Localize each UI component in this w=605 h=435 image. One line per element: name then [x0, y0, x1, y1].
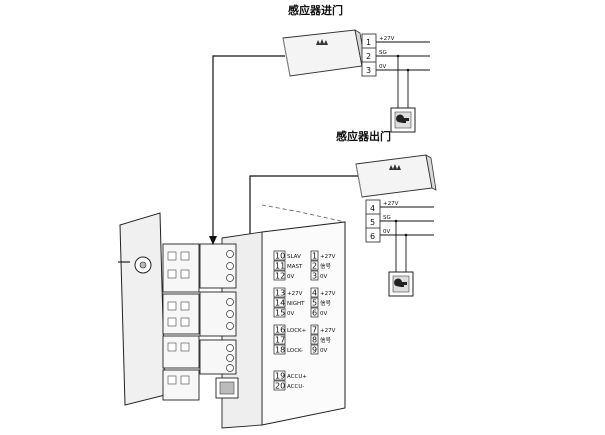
- exit-terminal-block: 4 5 6 +27V SG 0V: [365, 199, 434, 297]
- panel-terminal-label: SLAV: [287, 254, 301, 260]
- panel-terminal-label: LOCK-: [287, 348, 303, 354]
- exit-terminal-label: +27V: [383, 201, 399, 207]
- panel-terminal-label: +27V: [320, 254, 336, 260]
- panel-terminal-num: 7: [312, 326, 317, 335]
- connector-block: [162, 243, 200, 293]
- connector-block: [162, 369, 200, 401]
- entry-terminal-num: 3: [366, 66, 371, 75]
- sensor-exit-side: [425, 154, 437, 191]
- sensor-entry-title: 感应器进门: [288, 3, 343, 17]
- panel-terminal-label: +27V: [287, 291, 303, 297]
- sensor-exit-title: 感应器出门: [336, 129, 391, 143]
- panel-terminal-labels: 10 11 12 13 14 15 16 17 18 19 20 SLAV MA…: [273, 250, 336, 391]
- exit-terminal-num: 4: [370, 204, 375, 213]
- panel-terminal-label: 信号: [320, 336, 332, 344]
- panel-terminal-num: 1: [312, 252, 317, 261]
- connector-block: [162, 335, 200, 369]
- entry-terminal-label: +27V: [379, 36, 395, 42]
- panel-terminal-num: 5: [312, 299, 317, 308]
- sensor-exit: 感应器出门: [232, 129, 437, 319]
- key-icon: [396, 114, 409, 123]
- exit-terminal-label: 0V: [383, 229, 390, 235]
- panel-terminal-num: 9: [312, 346, 317, 355]
- sensor-exit-body: [355, 154, 433, 198]
- panel-terminal-num: 14: [275, 299, 285, 308]
- panel-terminal-num: 12: [275, 272, 285, 281]
- mounting-plate: [119, 212, 166, 406]
- key-icon: [394, 278, 407, 287]
- panel-terminal-num: 10: [275, 252, 285, 261]
- entry-terminal-block: 1 2 3 +27V SG 0V: [361, 33, 430, 133]
- panel-terminal-num: 16: [275, 326, 285, 335]
- panel-terminal-label: +27V: [320, 328, 336, 334]
- entry-terminal-frame: [361, 33, 377, 77]
- exit-terminal-label: SG: [383, 215, 391, 221]
- panel-terminal-label: ACCU+: [287, 374, 307, 380]
- panel-terminal-label: 0V: [287, 274, 294, 280]
- entry-terminal-label: 0V: [379, 64, 386, 70]
- exit-terminal-num: 6: [370, 232, 375, 241]
- panel-terminal-label: 信号: [320, 299, 332, 307]
- control-unit: [118, 204, 346, 429]
- panel-terminal-num: 11: [275, 262, 285, 271]
- sensor-entry-crown-icon: [316, 39, 328, 45]
- panel-terminal-label: 0V: [320, 311, 327, 317]
- panel-terminal-num: 2: [312, 262, 317, 271]
- panel-terminal-label: MAST: [287, 264, 303, 270]
- exit-terminal-num: 5: [370, 218, 375, 227]
- panel-terminal-num: 13: [275, 289, 285, 298]
- panel-terminal-label: LOCK+: [287, 328, 307, 334]
- panel-terminal-num: 6: [312, 309, 317, 318]
- sensor-exit-crown-icon: [389, 164, 401, 170]
- panel-terminal-num: 17: [275, 336, 285, 345]
- panel-terminal-label: 0V: [287, 311, 294, 317]
- sensor-entry: 感应器进门: [212, 3, 367, 212]
- panel-terminal-num: 4: [312, 289, 317, 298]
- panel-terminal-num: 8: [312, 336, 317, 345]
- sensor-entry-cable: [212, 55, 285, 212]
- entry-terminal-num: 2: [366, 52, 371, 61]
- panel-terminal-label: ACCU-: [287, 384, 304, 390]
- panel-terminal-num: 15: [275, 309, 285, 318]
- entry-terminal-label: SG: [379, 50, 387, 56]
- sensor-entry-body: [282, 29, 363, 77]
- panel-terminal-num: 19: [275, 372, 285, 381]
- panel-terminal-num: 3: [312, 272, 317, 281]
- panel-terminal-label: 0V: [320, 348, 327, 354]
- panel-terminal-num: 20: [275, 382, 285, 391]
- panel-terminal-label: 信号: [320, 262, 332, 270]
- cable-arrow: [209, 236, 217, 245]
- panel-terminal-label: NIGHT: [287, 301, 305, 307]
- connector-block: [162, 293, 200, 335]
- panel-terminal-label: 0V: [320, 274, 327, 280]
- panel-terminal-num: 18: [275, 346, 285, 355]
- panel-terminal-label: +27V: [320, 291, 336, 297]
- entry-terminal-num: 1: [366, 38, 371, 47]
- sensor-entry-edge: [282, 37, 291, 77]
